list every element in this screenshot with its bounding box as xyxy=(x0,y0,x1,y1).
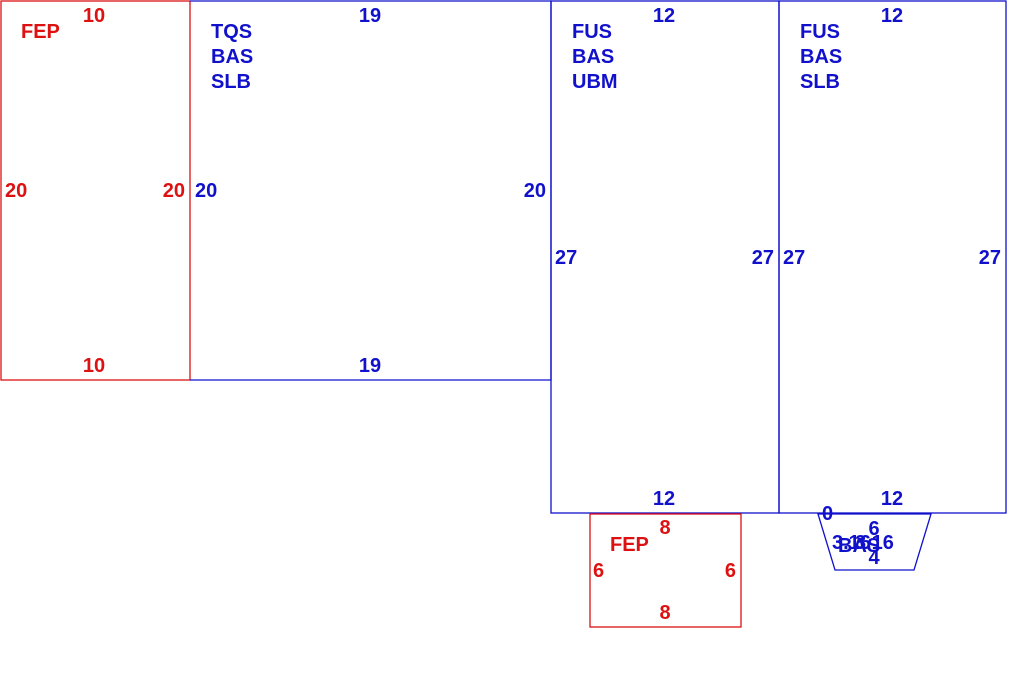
dim-corner: 0 xyxy=(822,503,833,525)
panel-outline xyxy=(589,513,742,628)
dim-right: 3.16 xyxy=(855,532,894,554)
dim-right: 20 xyxy=(524,180,546,202)
panel-bas-trapezoid: 0 3.16 3.16 BAS 6 4 xyxy=(817,503,932,571)
dim-top: 6 xyxy=(868,518,879,540)
panel-label: BAS xyxy=(211,46,253,68)
dim-top: 12 xyxy=(881,5,903,27)
panel-label: FUS xyxy=(572,21,612,43)
panel-label: FEP xyxy=(21,21,60,43)
dim-bottom: 10 xyxy=(83,355,105,377)
panel-label: UBM xyxy=(572,71,618,93)
panel-tqs: TQS BAS SLB 19 19 20 20 xyxy=(190,0,552,381)
dim-right: 27 xyxy=(752,247,774,269)
dim-left: 6 xyxy=(593,560,604,582)
dim-left: 27 xyxy=(555,247,577,269)
panel-label: BAS xyxy=(572,46,614,68)
dim-right: 6 xyxy=(725,560,736,582)
panel-label: FEP xyxy=(610,534,649,556)
dim-left: 20 xyxy=(195,180,217,202)
panel-outline xyxy=(778,0,1007,514)
panel-label: SLB xyxy=(211,71,251,93)
panel-label: SLB xyxy=(800,71,840,93)
panel-fep-large: FEP 10 10 20 20 xyxy=(0,0,191,381)
dim-top: 12 xyxy=(653,5,675,27)
dim-left: 20 xyxy=(5,180,27,202)
panel-fus-ubm: FUS BAS UBM 12 12 27 27 xyxy=(550,0,780,514)
dim-bottom: 4 xyxy=(868,547,880,569)
dim-left: 27 xyxy=(783,247,805,269)
panel-fus-slb: FUS BAS SLB 12 12 27 27 xyxy=(778,0,1007,514)
panel-fep-small: FEP 8 8 6 6 xyxy=(589,513,742,628)
dim-top: 19 xyxy=(359,5,381,27)
panel-label: BAS xyxy=(800,46,842,68)
dim-left: 3.16 xyxy=(832,532,871,554)
dim-right: 20 xyxy=(163,180,185,202)
dim-right: 27 xyxy=(979,247,1001,269)
panel-outline xyxy=(0,0,191,381)
panel-label: FUS xyxy=(800,21,840,43)
panel-label: TQS xyxy=(211,21,252,43)
dim-bottom: 12 xyxy=(881,488,903,510)
dim-top: 10 xyxy=(83,5,105,27)
dim-bottom: 19 xyxy=(359,355,381,377)
dim-top: 8 xyxy=(659,517,670,539)
panel-label: BAS xyxy=(838,535,880,557)
dim-bottom: 8 xyxy=(659,602,670,624)
panel-outline xyxy=(817,513,932,571)
dim-bottom: 12 xyxy=(653,488,675,510)
